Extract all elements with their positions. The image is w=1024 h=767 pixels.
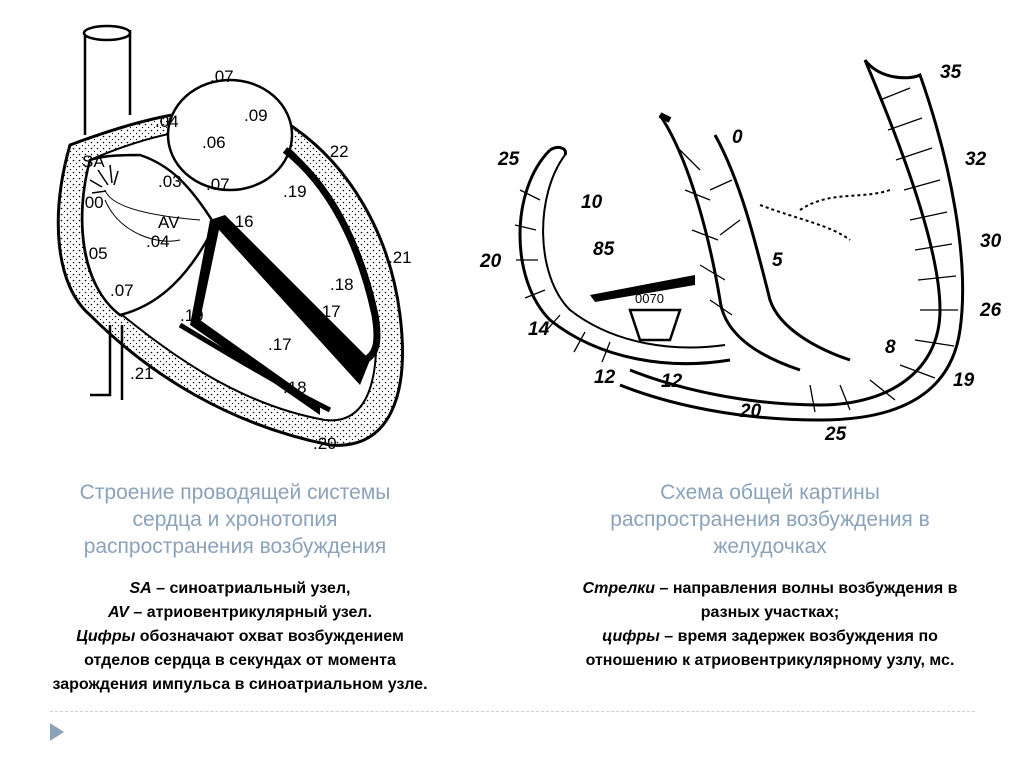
left-desc-line5: зарождения импульса в синоатриальном узл… [52,676,428,693]
label-sa: SA [82,152,105,171]
left-caption-line3: распространения возбуждения [83,535,387,558]
left-desc-line4: отделов сердца в секундах от момента [84,652,396,669]
label-25-bottom: 25 [824,424,847,445]
play-triangle-icon [50,723,64,741]
label-5: 5 [772,250,783,271]
right-caption-line3: желудочках [713,535,827,558]
label-07-low: .07 [110,281,134,300]
label-20: .20 [313,434,337,453]
footer-divider [50,711,975,712]
left-description: SA – синоатриальный узел, AV – атриовент… [5,577,475,697]
label-22: .22 [325,142,349,161]
label-av: AV [158,213,180,232]
term-digits: Цифры [76,628,136,645]
right-description: Стрелки – направления волны возбуждения … [530,577,1010,673]
label-12-right: 12 [661,371,683,392]
right-desc-line1-text: – направления волны возбуждения в [655,580,958,597]
right-caption-line1: Схема общей картины [660,481,880,504]
term-sa: SA [129,580,152,597]
left-desc-line1: SA – синоатриальный узел, [5,577,475,601]
label-25-top: 25 [497,149,520,170]
label-12-left: 12 [594,367,616,388]
right-caption: Схема общей картины распространения возб… [540,479,1000,560]
right-desc-line4: отношению к атриовентрикулярному узлу, м… [585,652,955,669]
label-18-low: .18 [283,378,307,397]
label-16: .16 [230,212,254,231]
left-desc-line1-text: – синоатриальный узел, [151,580,351,597]
label-32: 32 [965,149,987,170]
right-caption-line2: распространения возбуждения в [610,508,930,531]
term-av: AV [107,604,129,621]
right-desc-line2: разных участках; [700,604,840,621]
left-desc-line2: AV – атриовентрикулярный узел. [5,601,475,625]
label-21-left: .21 [130,364,154,383]
label-0: 0 [732,127,743,148]
label-03: .03 [158,172,182,191]
label-07-mid: .07 [206,175,230,194]
label-17-mid: .17 [268,335,292,354]
label-00: .00 [80,193,104,212]
label-07-top: .07 [210,67,234,86]
label-14: 14 [528,319,550,340]
label-21-right: .21 [388,248,412,267]
term-numbers: цифры [602,628,660,645]
label-10: 10 [581,192,603,213]
left-caption-line2: сердца и хронотопия [132,508,338,531]
label-19: 19 [953,370,975,391]
term-arrows: Стрелки [582,580,656,597]
label-20-left: 20 [479,251,502,272]
label-0070: 0070 [635,291,664,306]
left-desc-line2-text: – атриовентрикулярный узел. [128,604,373,621]
label-35: 35 [940,62,962,83]
label-30: 30 [980,231,1002,252]
label-18-right: .18 [330,275,354,294]
left-desc-line3: Цифры обозначают охват возбуждением [5,625,475,649]
label-19-upper: .19 [283,182,307,201]
ventricle-excitation-diagram: 0 25 10 35 32 85 20 5 30 0070 26 14 8 12… [479,59,1002,445]
left-desc-line3-text: обозначают охват возбуждением [135,628,404,645]
label-17-right: .17 [317,302,341,321]
label-8: 8 [885,337,896,358]
label-05: .05 [84,244,108,263]
label-04-av: .04 [146,232,170,251]
heart-conduction-diagram: .07 .04 .06 .09 .03 .07 SA .00 .22 .19 .… [56,24,412,453]
label-04: .04 [155,112,179,131]
left-caption: Строение проводящей системы сердца и хро… [20,479,450,560]
label-20-bottom: 20 [739,401,762,422]
right-desc-line1: Стрелки – направления волны возбуждения … [530,577,1010,601]
label-85: 85 [593,239,615,260]
label-06: .06 [202,133,226,152]
label-19-lower: .19 [180,306,204,325]
left-caption-line1: Строение проводящей системы [79,481,391,504]
right-desc-line3: цифры – время задержек возбуждения по [530,625,1010,649]
label-09: .09 [244,106,268,125]
label-26: 26 [979,300,1002,321]
right-desc-line3-text: – время задержек возбуждения по [659,628,938,645]
